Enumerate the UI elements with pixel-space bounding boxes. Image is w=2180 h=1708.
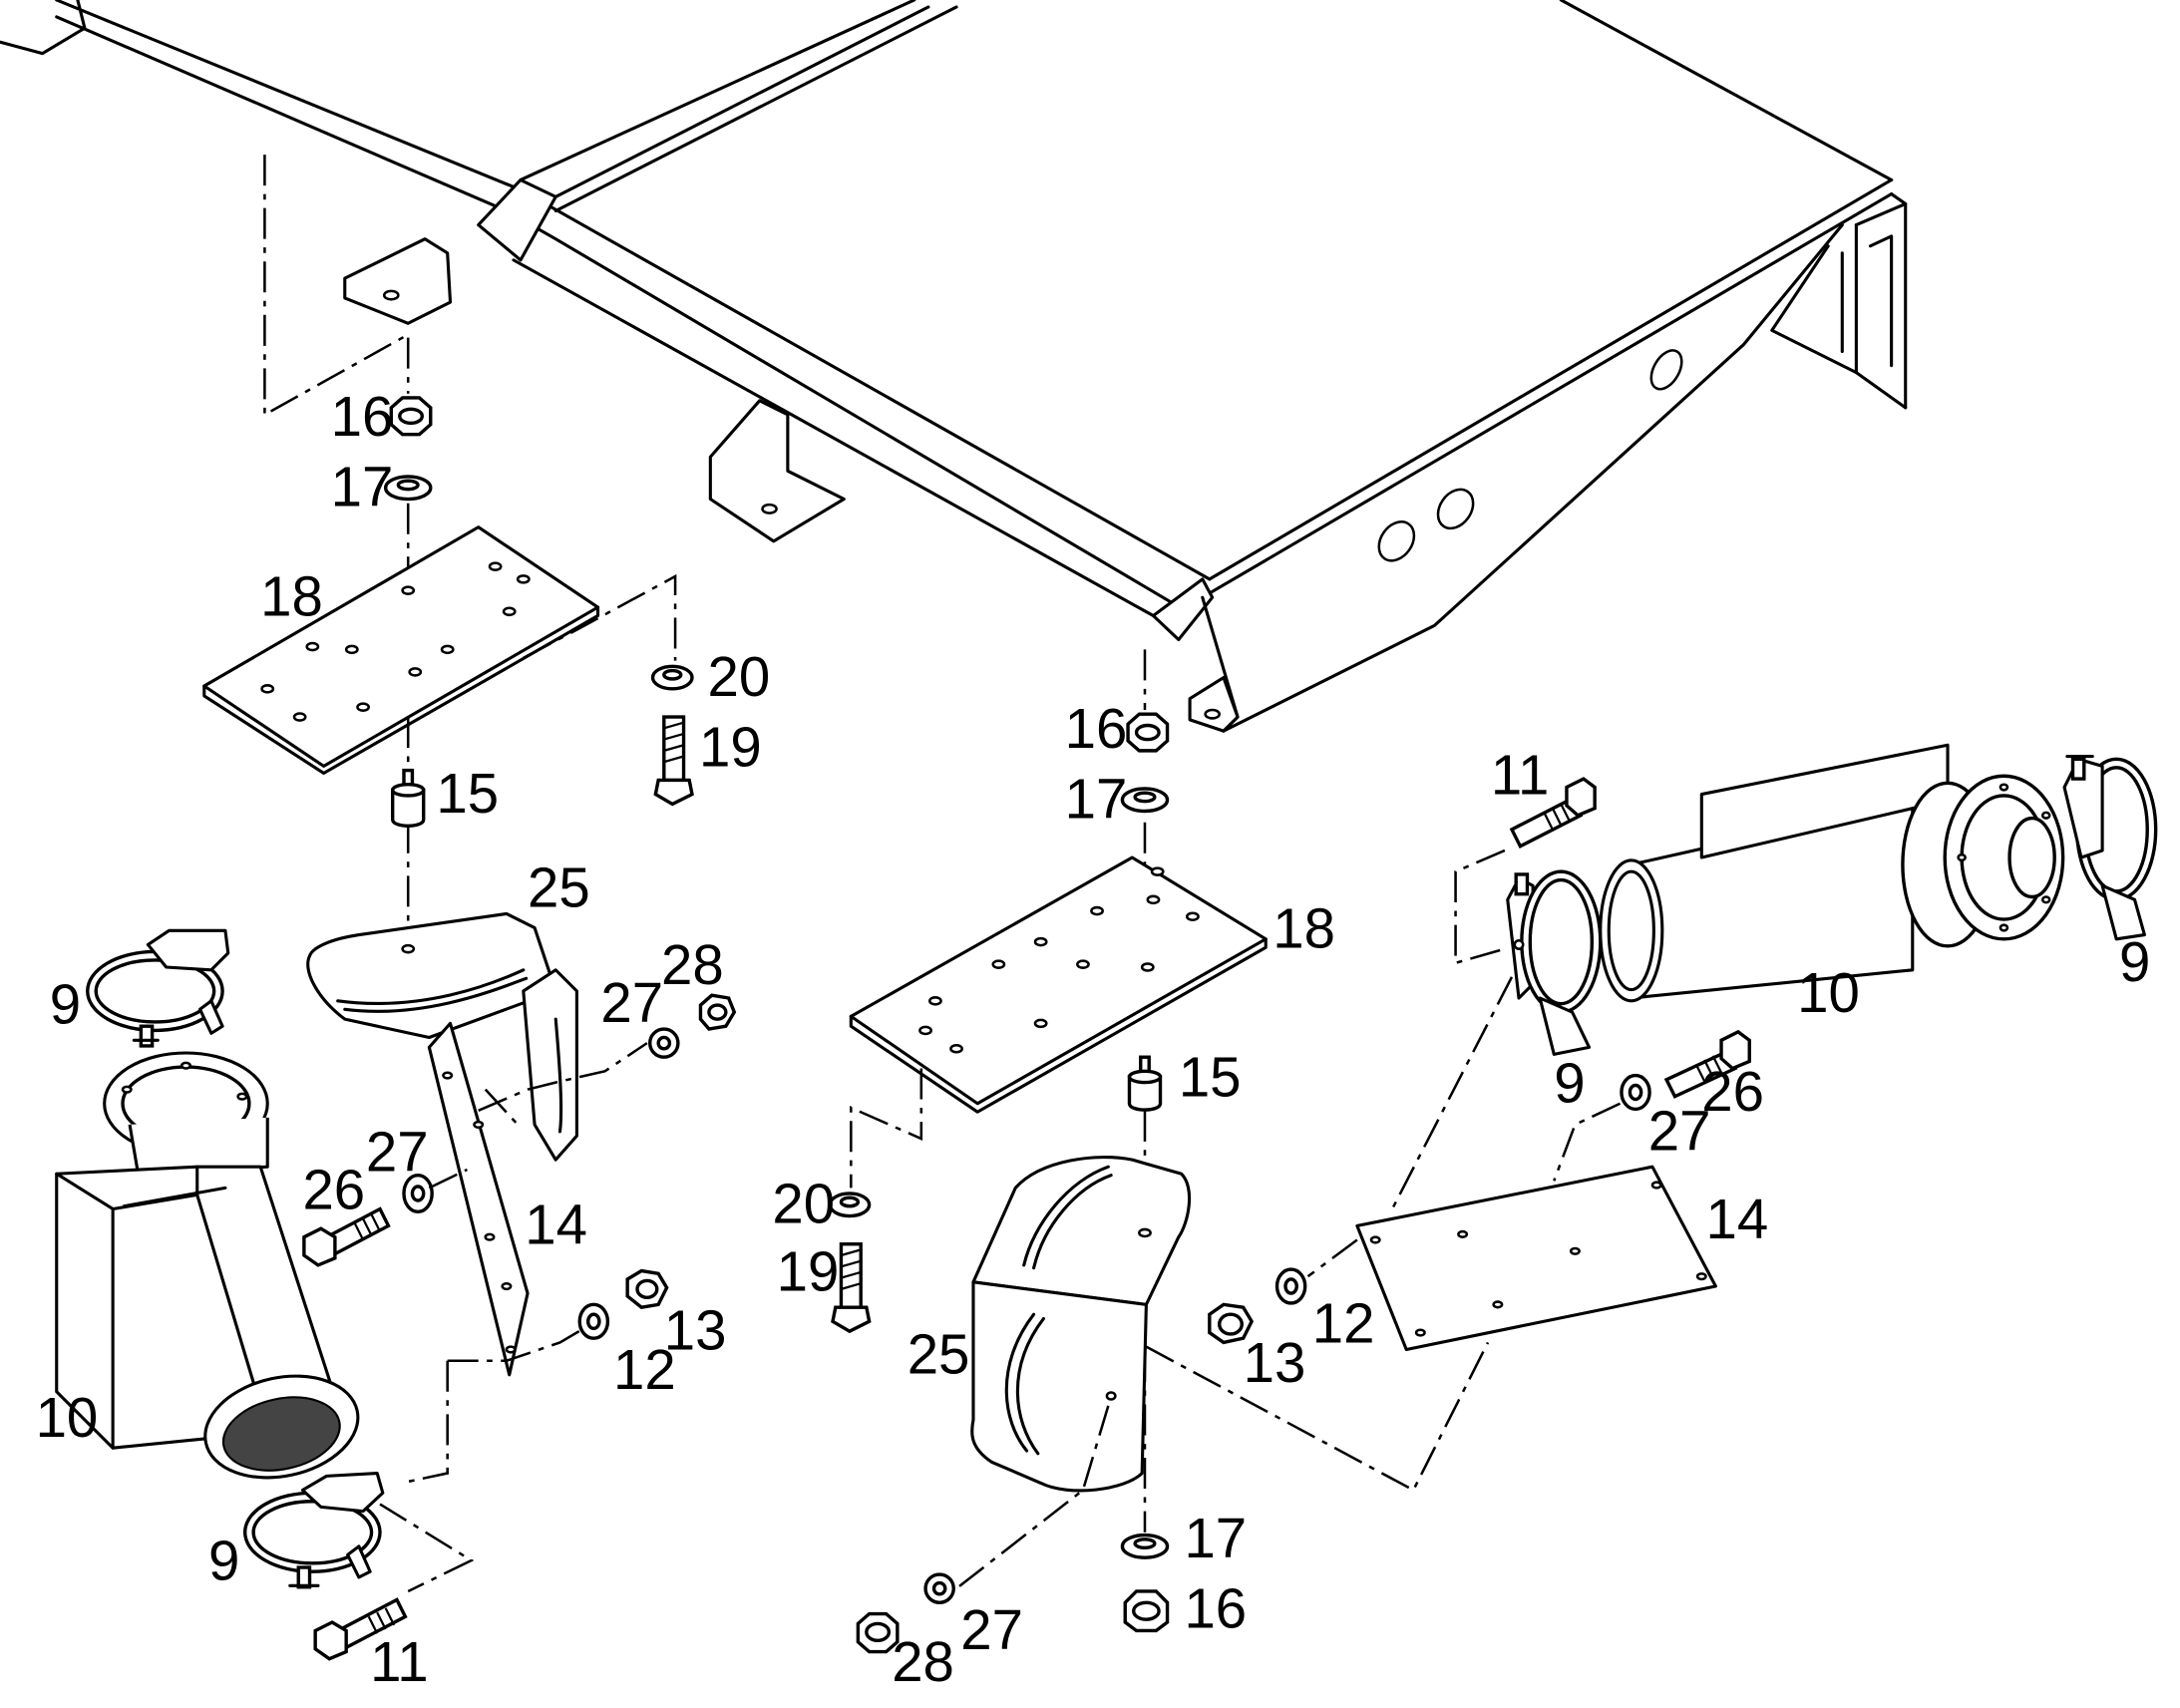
callout-9: 9 [2119, 930, 2150, 993]
isolator-15b [1127, 1055, 1163, 1112]
middle-mount-assembly [828, 649, 1490, 1654]
callout-25: 25 [908, 1322, 970, 1385]
callout-27: 27 [1648, 1099, 1711, 1162]
bracket-25b [970, 1156, 1192, 1493]
callout-19: 19 [777, 1239, 840, 1302]
callout-15: 15 [436, 762, 499, 825]
callout-10: 10 [36, 1386, 99, 1449]
muffler-10-right [1599, 743, 2065, 1003]
callout-15: 15 [1179, 1046, 1242, 1109]
callout-18: 18 [1272, 896, 1335, 959]
callout-28: 28 [892, 1630, 954, 1693]
callout-11: 11 [1491, 744, 1550, 807]
plate-holes-left [260, 561, 531, 722]
clamp-9-top [86, 928, 230, 1048]
callout-9: 9 [50, 972, 81, 1035]
callout-9: 9 [208, 1530, 239, 1592]
bolt-19 [653, 715, 694, 807]
callout-26: 26 [1701, 1060, 1764, 1123]
callout-9: 9 [1554, 1051, 1585, 1114]
clamp-9-right-a [1506, 869, 1603, 1056]
callout-13: 13 [664, 1298, 727, 1361]
callout-27: 27 [600, 971, 663, 1034]
callout-20: 20 [772, 1173, 835, 1235]
muffler-10-left [55, 1051, 360, 1480]
callout-25: 25 [528, 855, 590, 918]
callout-17: 17 [331, 456, 394, 518]
bracket-25 [306, 911, 578, 1162]
callout-26: 26 [302, 1158, 365, 1220]
callout-27: 27 [960, 1598, 1023, 1661]
callout-16: 16 [1065, 697, 1128, 760]
isolator-15 [391, 768, 426, 828]
clamp-9-bottom [242, 1471, 385, 1589]
callout-18: 18 [260, 565, 323, 628]
callout-20: 20 [708, 645, 771, 708]
right-mount-assembly [1208, 743, 2158, 1352]
callout-16: 16 [1184, 1577, 1247, 1640]
bolt-19b [831, 1242, 872, 1334]
callout-labels: 16 17 18 20 19 15 25 28 27 9 27 26 14 13… [36, 385, 2151, 1693]
callout-28: 28 [661, 933, 724, 996]
plate-14 [427, 1021, 530, 1377]
plate-holes-middle [918, 866, 1200, 1054]
callout-12: 12 [613, 1338, 676, 1401]
left-mount-assembly [55, 155, 737, 1661]
callout-14: 14 [525, 1194, 587, 1256]
callout-10: 10 [1797, 961, 1860, 1024]
clamp-9-right-b [2062, 754, 2158, 941]
callout-27: 27 [366, 1120, 429, 1183]
bolt-11-right [1509, 777, 1597, 850]
frame-assembly [0, 0, 1908, 733]
callout-14: 14 [1706, 1188, 1769, 1250]
callout-19: 19 [699, 715, 762, 778]
bolt-26b [1663, 1029, 1751, 1099]
bolt-26 [302, 1206, 391, 1267]
callout-16: 16 [331, 385, 394, 448]
callout-12: 12 [1312, 1291, 1375, 1354]
callout-17: 17 [1184, 1507, 1247, 1569]
callout-17: 17 [1065, 768, 1128, 831]
callout-11: 11 [370, 1630, 429, 1693]
callout-13: 13 [1244, 1331, 1306, 1394]
plate-14b [1355, 1165, 1717, 1352]
bolt-11-left [313, 1597, 408, 1661]
